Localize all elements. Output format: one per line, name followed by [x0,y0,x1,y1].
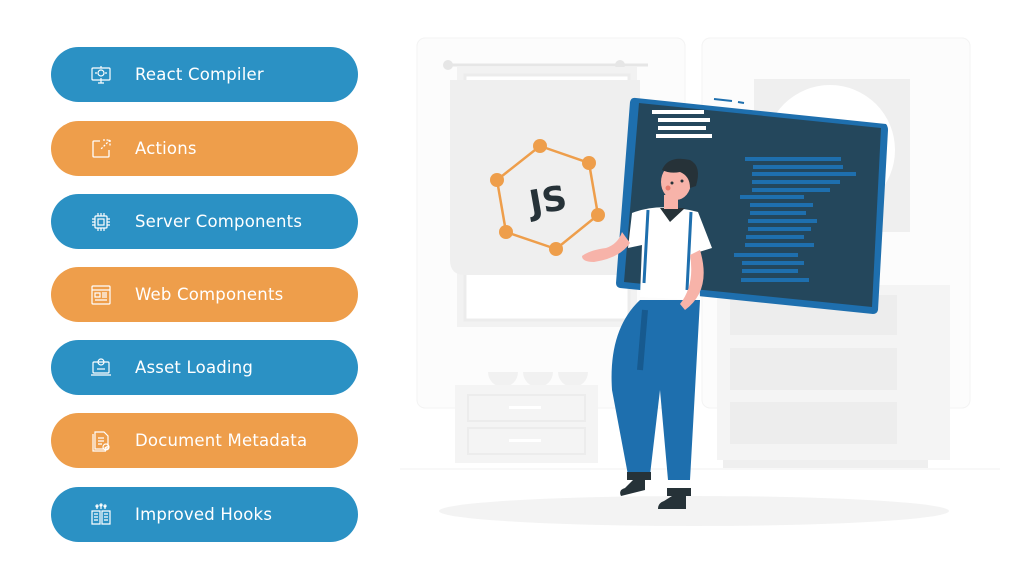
laptop-upload-icon [89,356,113,380]
feature-label: Document Metadata [135,431,308,450]
document-check-icon [89,429,113,453]
developer-character [582,158,712,509]
cpu-chip-icon [89,210,113,234]
feature-label: Improved Hooks [135,505,273,524]
js-badge-text: JS [524,178,569,224]
feature-server-components[interactable]: Server Components [51,194,358,249]
feature-label: Server Components [135,212,303,231]
external-link-icon [89,137,113,161]
feature-actions[interactable]: Actions [51,121,358,176]
feature-label: React Compiler [135,65,264,84]
feature-label: Actions [135,139,197,158]
open-book-icon [89,502,113,527]
feature-react-compiler[interactable]: React Compiler [51,47,358,102]
developer-illustration: JS [380,20,1000,560]
feature-document-metadata[interactable]: Document Metadata [51,413,358,468]
feature-label: Web Components [135,285,284,304]
js-hexagon-badge: JS [490,139,605,256]
feature-improved-hooks[interactable]: Improved Hooks [51,487,358,542]
browser-window-icon [89,283,113,307]
feature-label: Asset Loading [135,358,254,377]
monitor-gear-icon [89,63,113,87]
feature-asset-loading[interactable]: Asset Loading [51,340,358,395]
feature-web-components[interactable]: Web Components [51,267,358,322]
